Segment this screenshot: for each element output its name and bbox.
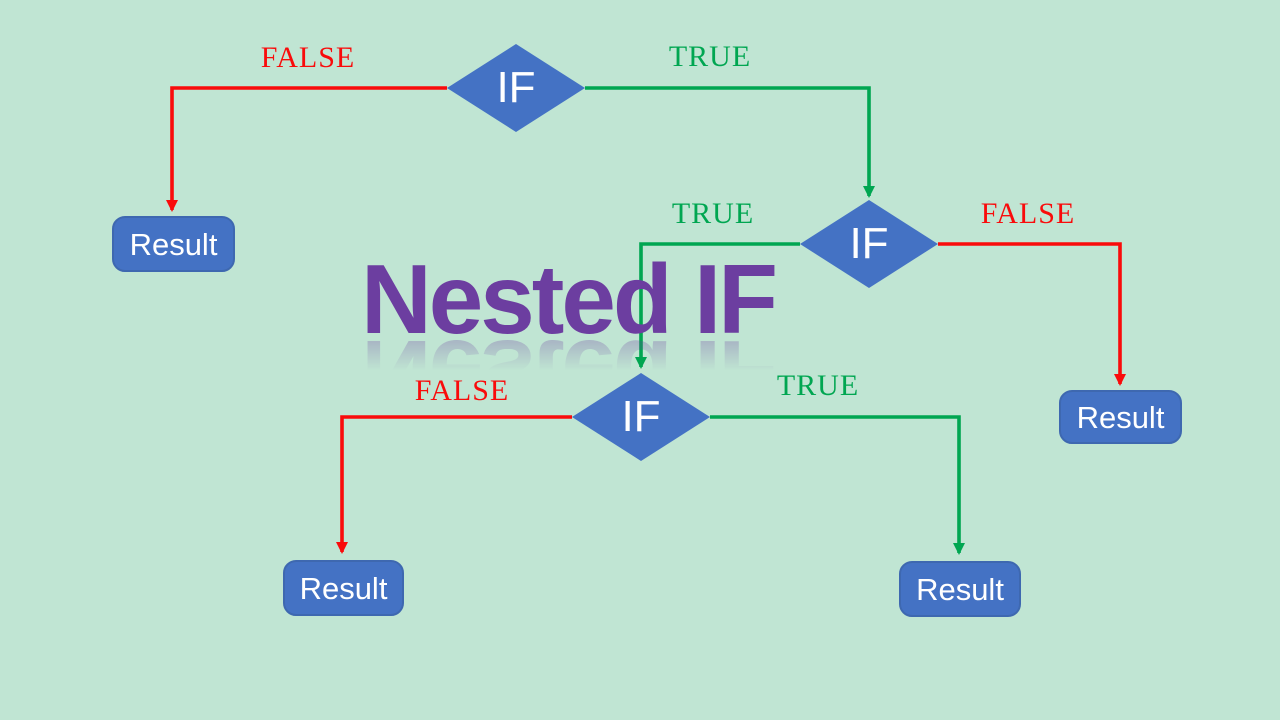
connector-if-mid-true [635,242,800,369]
branch-label-if-bottom-true: TRUE [776,369,860,402]
connector-if-top-true [585,86,875,198]
result-node-top-left: Result [112,216,235,272]
diagram-title: Nested IF [360,244,778,354]
if-node-bottom-label: IF [621,392,661,441]
connector-if-mid-false [938,242,1126,386]
result-node-bottom-left-label: Result [299,570,388,606]
result-node-mid-right: Result [1059,390,1182,444]
branch-label-if-top-false: FALSE [260,41,356,74]
result-node-bottom-left: Result [283,560,404,616]
branch-label-if-bottom-false: FALSE [414,374,510,407]
result-node-bottom-right-label: Result [916,571,1004,607]
branch-label-if-mid-true: TRUE [671,197,755,230]
if-node-top-label: IF [496,63,536,112]
connector-if-bottom-true [710,415,965,555]
connector-if-bottom-false [336,415,572,554]
branch-label-if-mid-false: FALSE [980,197,1076,230]
result-node-mid-right-label: Result [1076,399,1165,435]
connector-if-top-false [166,86,447,212]
if-node-mid-label: IF [849,219,889,268]
branch-label-if-top-true: TRUE [668,40,752,73]
result-node-bottom-right: Result [899,561,1021,617]
result-node-top-left-label: Result [129,226,218,262]
